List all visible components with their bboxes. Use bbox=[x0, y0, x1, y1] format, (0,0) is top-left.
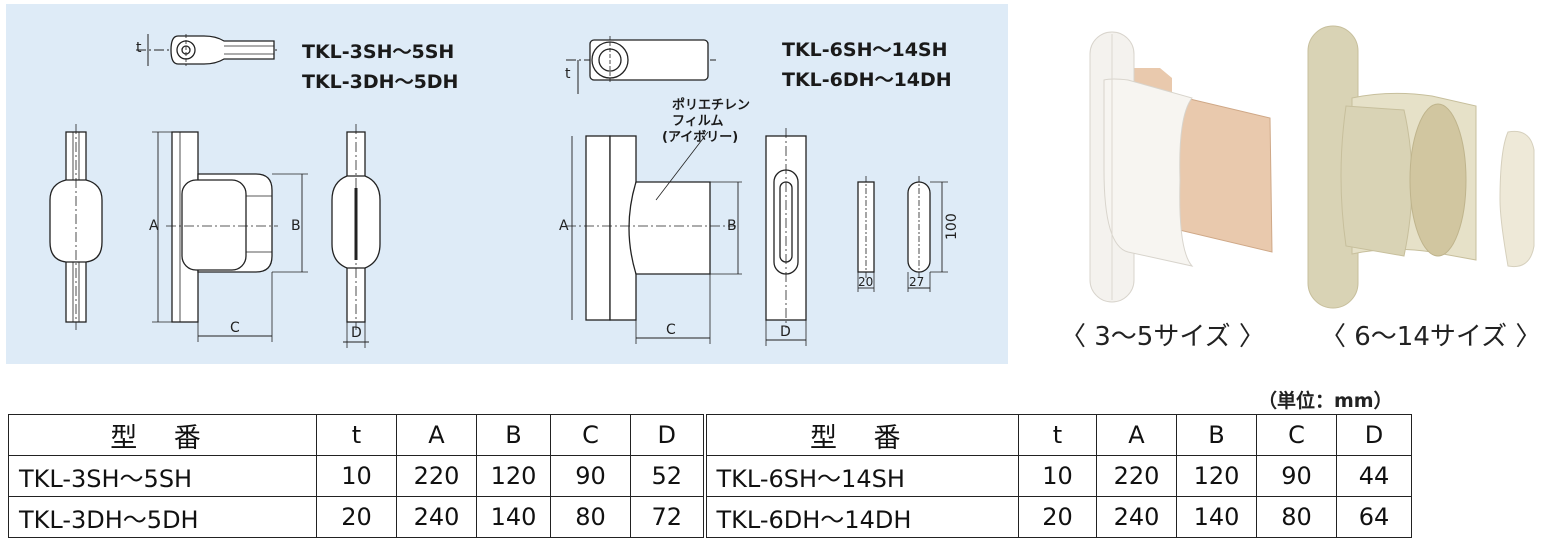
cell-c-2: 90 bbox=[1256, 455, 1337, 497]
cell-b: 140 bbox=[476, 496, 551, 538]
header-c-2: C bbox=[1256, 414, 1337, 456]
cell-c: 80 bbox=[550, 496, 631, 538]
b-label-large: B bbox=[727, 218, 737, 234]
large-model-line-2: TKL-6DH～14DH bbox=[782, 69, 952, 91]
t-label-large: t bbox=[565, 66, 571, 82]
small-size-caption: 〈 3～5サイズ 〉 bbox=[1060, 322, 1265, 352]
small-front-view: A B C bbox=[149, 131, 308, 342]
c-label: C bbox=[230, 320, 240, 336]
a-label: A bbox=[149, 218, 159, 234]
cell-model-2: TKL-6SH～14SH bbox=[704, 455, 1019, 497]
header-t-2: t bbox=[1018, 414, 1097, 456]
large-front-view: A B C bbox=[559, 131, 742, 344]
d-label: D bbox=[351, 325, 362, 341]
large-end-view: D bbox=[765, 128, 807, 346]
header-t: t bbox=[316, 414, 397, 456]
spec-table: 型 番 t A B C D 型 番 t A B C D TKL-3SH～5SH … bbox=[8, 414, 1412, 538]
cell-model: TKL-3DH～5DH bbox=[8, 496, 317, 538]
t-label: t bbox=[136, 40, 142, 56]
cell-t-2: 20 bbox=[1018, 496, 1097, 538]
cell-b-2: 140 bbox=[1176, 496, 1257, 538]
small-size-photo bbox=[1089, 31, 1273, 303]
small-top-view: t bbox=[136, 34, 278, 66]
cell-d-2: 44 bbox=[1336, 455, 1412, 497]
cell-c-2: 80 bbox=[1256, 496, 1337, 538]
cell-a-2: 220 bbox=[1096, 455, 1177, 497]
header-b-2: B bbox=[1176, 414, 1257, 456]
film-note-line-1: ポリエチレン bbox=[672, 98, 751, 113]
header-d: D bbox=[630, 414, 707, 456]
table-row: TKL-3DH～5DH 20 240 140 80 72 TKL-6DH～14D… bbox=[8, 496, 1412, 538]
cell-b-2: 120 bbox=[1176, 455, 1257, 497]
header-b: B bbox=[476, 414, 551, 456]
film-note-line-2: フィルム bbox=[672, 114, 724, 129]
c-label-large: C bbox=[666, 322, 676, 338]
cell-model: TKL-3SH～5SH bbox=[8, 455, 317, 497]
cell-d: 52 bbox=[630, 455, 707, 497]
cell-t: 20 bbox=[316, 496, 397, 538]
cell-t-2: 10 bbox=[1018, 455, 1097, 497]
header-c: C bbox=[550, 414, 631, 456]
cell-d: 72 bbox=[630, 496, 707, 538]
plug-width-large: 27 bbox=[909, 275, 924, 289]
plug-drawings: 20 27 100 bbox=[857, 176, 960, 292]
a-label-large: A bbox=[559, 218, 569, 234]
small-side-tube bbox=[49, 124, 103, 330]
header-a: A bbox=[396, 414, 477, 456]
cell-model-2: TKL-6DH～14DH bbox=[704, 496, 1019, 538]
technical-drawing: t A B bbox=[49, 34, 960, 348]
cell-a: 240 bbox=[396, 496, 477, 538]
film-note-line-3: (アイボリー) bbox=[662, 130, 739, 145]
large-size-photo bbox=[1307, 25, 1535, 309]
technical-drawing-panel: t A B bbox=[6, 4, 1008, 364]
cell-t: 10 bbox=[316, 455, 397, 497]
header-model: 型 番 bbox=[8, 414, 317, 456]
small-model-line-1: TKL-3SH～5SH bbox=[302, 41, 455, 63]
large-size-caption: 〈 6～14サイズ 〉 bbox=[1320, 322, 1542, 352]
cell-d-2: 64 bbox=[1336, 496, 1412, 538]
header-d-2: D bbox=[1336, 414, 1412, 456]
plug-length-label: 100 bbox=[944, 213, 960, 240]
large-model-line-1: TKL-6SH～14SH bbox=[782, 39, 948, 61]
b-label: B bbox=[291, 218, 301, 234]
d-label-large: D bbox=[780, 324, 791, 340]
small-model-line-2: TKL-3DH～5DH bbox=[302, 71, 459, 93]
small-end-view: D bbox=[331, 124, 381, 348]
cell-c: 90 bbox=[550, 455, 631, 497]
cell-a: 220 bbox=[396, 455, 477, 497]
table-row: TKL-3SH～5SH 10 220 120 90 52 TKL-6SH～14S… bbox=[8, 455, 1412, 497]
unit-note: （単位：mm） bbox=[1258, 390, 1393, 412]
cell-b: 120 bbox=[476, 455, 551, 497]
product-photos bbox=[1089, 25, 1535, 309]
header-model-2: 型 番 bbox=[704, 414, 1019, 456]
header-a-2: A bbox=[1096, 414, 1177, 456]
cell-a-2: 240 bbox=[1096, 496, 1177, 538]
plug-width-small: 20 bbox=[858, 275, 873, 289]
table-header-row: 型 番 t A B C D 型 番 t A B C D bbox=[8, 414, 1412, 456]
large-top-view: t bbox=[565, 36, 716, 94]
